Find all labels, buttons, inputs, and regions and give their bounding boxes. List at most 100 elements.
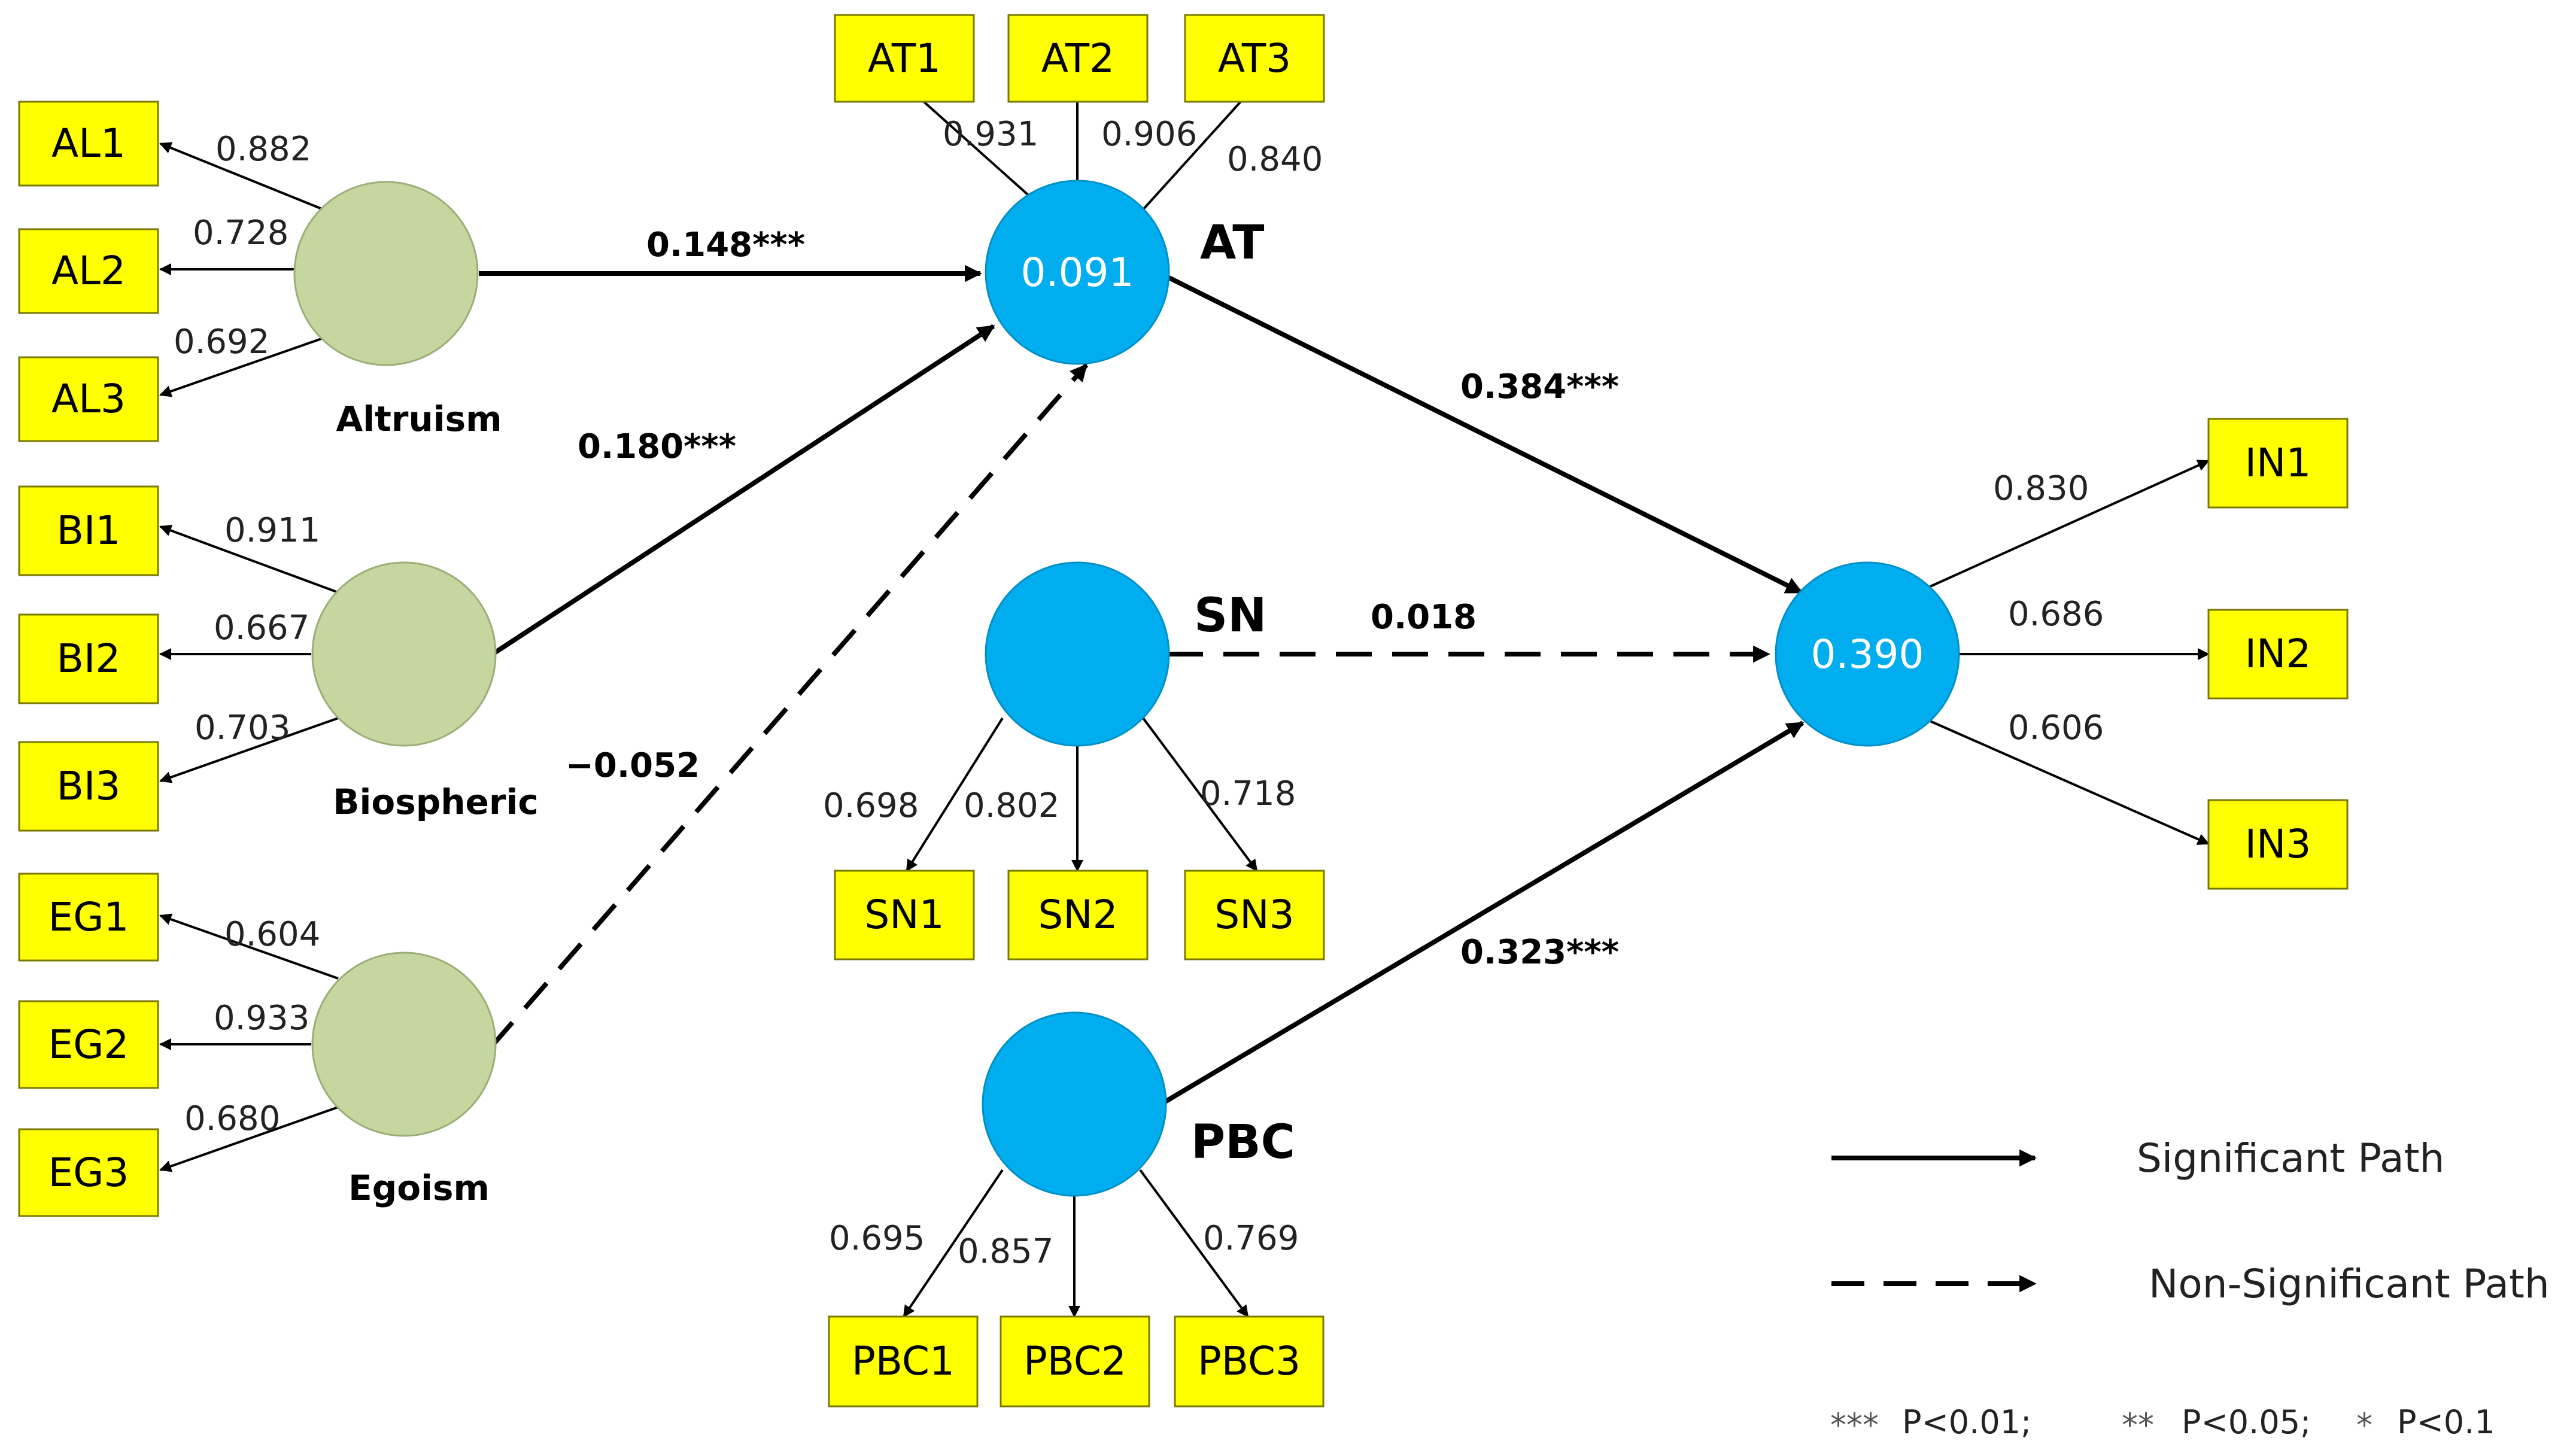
r2-at: 0.091 (1021, 250, 1134, 296)
loading-bi3: 0.703 (195, 709, 290, 747)
legend-significant-label: Significant Path (2137, 1135, 2444, 1181)
indicator-eg1: EG1 (18, 873, 159, 962)
asterisks-one: * (2356, 1406, 2372, 1444)
loading-eg3: 0.680 (184, 1099, 280, 1138)
svg-text:AT1: AT1 (868, 35, 941, 81)
arrow-at-at3 (1142, 83, 1258, 211)
latent-egoism-circle (311, 952, 497, 1137)
loading-at3: 0.840 (1227, 140, 1323, 179)
latent-in-circle (1775, 561, 1960, 747)
arrow-sn-sn1 (906, 717, 1004, 872)
loading-in1: 0.830 (1993, 469, 2089, 508)
indicator-at2: AT2 (1007, 14, 1149, 103)
arrow-altruism-al1 (159, 142, 324, 211)
coef-biospheric-at: 0.180*** (578, 427, 736, 466)
loading-bi1: 0.911 (224, 511, 320, 550)
indicator-pbc3: PBC3 (1174, 1315, 1325, 1408)
indicator-sn3: SN3 (1184, 870, 1325, 960)
loading-pbc3: 0.769 (1203, 1219, 1299, 1258)
indicator-at1: AT1 (834, 14, 975, 103)
legend: Significant Path Non-Significant Path (1831, 1135, 2550, 1307)
indicator-bi1: BI1 (18, 485, 159, 576)
svg-text:SN3: SN3 (1214, 892, 1294, 938)
svg-text:PBC2: PBC2 (1023, 1338, 1126, 1384)
indicator-al2: AL2 (18, 228, 159, 314)
arrow-in-in3 (1930, 720, 2210, 845)
legend-non-significant-label: Non-Significant Path (2149, 1261, 2550, 1307)
label-at: AT (1200, 216, 1265, 270)
note-p10: P<0.1 (2397, 1403, 2495, 1441)
arrow-egoism-eg3 (159, 1106, 339, 1172)
svg-text:IN3: IN3 (2245, 821, 2311, 867)
note-p01: P<0.01; (1902, 1403, 2031, 1441)
svg-text:BI2: BI2 (57, 636, 121, 682)
label-sn: SN (1194, 589, 1266, 643)
latent-at-circle (985, 180, 1170, 365)
svg-text:BI3: BI3 (57, 763, 121, 809)
loading-pbc2: 0.857 (958, 1232, 1053, 1271)
latent-biospheric-circle (311, 561, 497, 747)
indicator-al1: AL1 (18, 101, 159, 187)
arrow-pbc-pbc1 (903, 1169, 1004, 1318)
loading-pbc1: 0.695 (829, 1219, 925, 1258)
svg-text:IN1: IN1 (2245, 440, 2311, 486)
label-egoism: Egoism (348, 1168, 490, 1208)
loading-eg1: 0.604 (224, 915, 320, 954)
indicator-sn1: SN1 (834, 870, 975, 960)
loading-at2: 0.906 (1101, 115, 1197, 154)
arrow-in-in1 (1930, 460, 2210, 588)
loading-eg2: 0.933 (214, 999, 309, 1038)
svg-text:SN2: SN2 (1038, 892, 1117, 938)
svg-text:PBC3: PBC3 (1198, 1338, 1301, 1384)
arrow-biospheric-bi1 (159, 524, 339, 594)
svg-text:AT2: AT2 (1041, 35, 1114, 81)
indicators: AL1 AL2 AL3 BI1 BI2 BI3 EG1 EG2 EG3 AT1 … (18, 14, 2349, 1408)
path-coefficients: 0.148*** 0.180*** −0.052 0.384*** 0.018 … (566, 226, 1619, 972)
latent-constructs: 0.091 0.390 Altruism Biospheric Egoism A… (293, 180, 1960, 1208)
loading-at1: 0.931 (943, 115, 1038, 154)
loading-labels: 0.882 0.728 0.692 0.911 0.667 0.703 0.60… (174, 115, 2104, 1271)
svg-text:EG2: EG2 (48, 1022, 129, 1068)
arrow-altruism-al3 (159, 337, 324, 397)
indicator-in1: IN1 (2207, 418, 2349, 509)
coef-altruism-at: 0.148*** (646, 226, 805, 265)
asterisks-two: ** (2122, 1406, 2154, 1444)
indicator-at3: AT3 (1184, 14, 1325, 103)
indicator-bi3: BI3 (18, 741, 159, 832)
latent-altruism-circle (293, 181, 479, 366)
label-altruism: Altruism (336, 399, 502, 439)
loading-sn3: 0.718 (1200, 774, 1296, 813)
indicator-al3: AL3 (18, 356, 159, 442)
asterisks-three: *** (1830, 1406, 1879, 1444)
loading-al1: 0.882 (215, 130, 311, 169)
path-pbc-to-in (1159, 721, 1805, 1107)
loading-bi2: 0.667 (214, 609, 309, 648)
measurement-arrows (159, 83, 2210, 1318)
arrow-sn-sn3 (1142, 717, 1258, 872)
svg-text:AL1: AL1 (51, 120, 126, 166)
significance-note: *** P<0.01; ** P<0.05; * P<0.1 (1830, 1403, 2495, 1444)
indicator-eg2: EG2 (18, 1000, 159, 1089)
svg-text:BI1: BI1 (57, 507, 121, 554)
svg-text:SN1: SN1 (864, 892, 944, 938)
arrow-egoism-eg1 (159, 913, 339, 980)
arrow-biospheric-bi3 (159, 717, 339, 783)
latent-pbc-circle (982, 1011, 1167, 1197)
svg-text:AL2: AL2 (51, 248, 126, 294)
loading-al2: 0.728 (193, 214, 288, 253)
indicator-in2: IN2 (2207, 609, 2349, 700)
coef-sn-in: 0.018 (1371, 598, 1477, 637)
indicator-eg3: EG3 (18, 1128, 159, 1217)
loading-in3: 0.606 (2008, 709, 2104, 747)
latent-sn-circle (985, 561, 1170, 747)
svg-text:EG1: EG1 (48, 894, 129, 940)
coef-egoism-at: −0.052 (566, 746, 700, 785)
path-at-to-in (1163, 273, 1803, 595)
loading-sn2: 0.802 (964, 786, 1059, 825)
svg-text:AT3: AT3 (1218, 35, 1291, 81)
r2-in: 0.390 (1811, 631, 1924, 677)
loading-sn1: 0.698 (823, 786, 919, 825)
coef-at-in: 0.384*** (1460, 367, 1619, 406)
note-p05: P<0.05; (2182, 1403, 2311, 1441)
